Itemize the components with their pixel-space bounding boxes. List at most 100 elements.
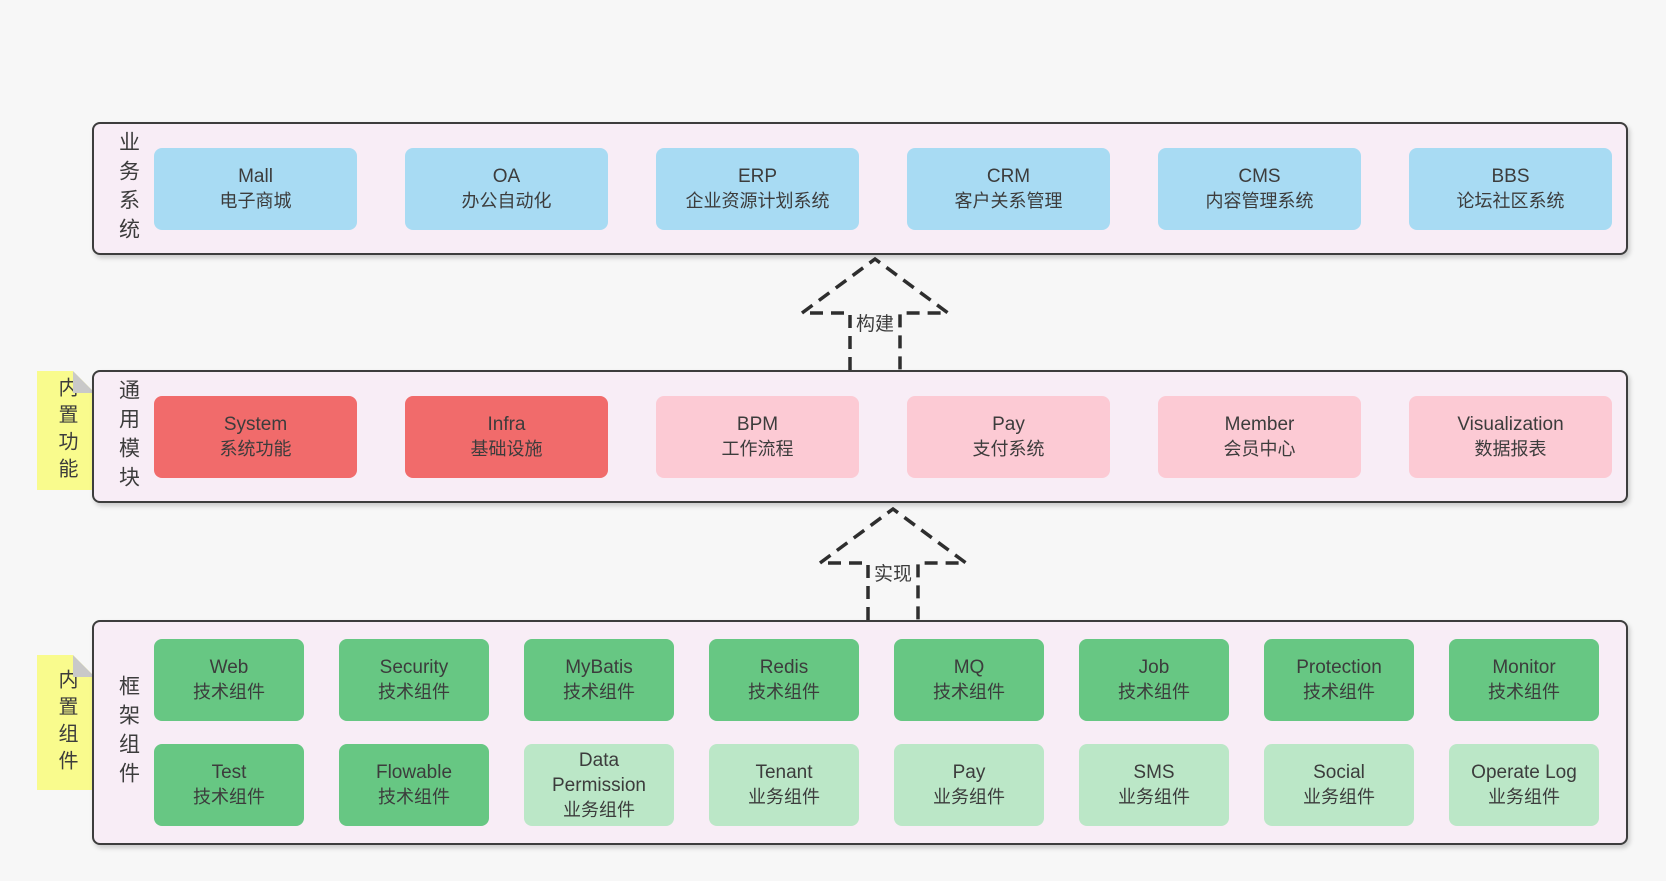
box-subtitle: 系统功能 xyxy=(219,438,292,459)
common-modules-side-label: 通用模块 xyxy=(116,378,140,495)
box-mq: MQ 技术组件 xyxy=(894,639,1044,721)
box-title: OA xyxy=(492,165,521,187)
box-title: Test xyxy=(211,762,247,783)
box-subtitle: 办公自动化 xyxy=(461,190,552,211)
box-title: CRM xyxy=(986,165,1031,187)
box-title: Social xyxy=(1313,762,1365,783)
box-monitor: Monitor 技术组件 xyxy=(1449,639,1599,721)
box-title: Operate Log xyxy=(1471,762,1577,783)
box-member: Member 会员中心 xyxy=(1158,395,1361,478)
box-subtitle: 技术组件 xyxy=(748,682,820,702)
built-in-components-note: 内置组件 xyxy=(37,655,95,790)
box-subtitle: 企业资源计划系统 xyxy=(685,190,830,211)
box-subtitle: 技术组件 xyxy=(193,787,265,807)
box-title: Pay xyxy=(992,413,1025,435)
box-operate-log: Operate Log 业务组件 xyxy=(1449,744,1599,826)
box-sms: SMS 业务组件 xyxy=(1079,744,1229,826)
box-title: Data Permission xyxy=(552,749,646,796)
box-mall: Mall 电子商城 xyxy=(154,147,357,230)
framework-components-side-label: 框架组件 xyxy=(116,674,140,791)
box-subtitle: 内容管理系统 xyxy=(1205,190,1314,211)
box-pay-system: Pay 支付系统 xyxy=(907,395,1110,478)
build-arrow: 构建 xyxy=(790,256,960,370)
up-arrow-icon xyxy=(796,256,954,370)
box-subtitle: 业务组件 xyxy=(563,799,635,820)
box-subtitle: 业务组件 xyxy=(1303,787,1375,807)
box-erp: ERP 企业资源计划系统 xyxy=(656,147,859,230)
box-title: Mall xyxy=(238,165,273,187)
box-title: System xyxy=(223,413,288,435)
box-crm: CRM 客户关系管理 xyxy=(907,147,1110,230)
box-protection: Protection 技术组件 xyxy=(1264,639,1414,721)
arrow-label: 实现 xyxy=(869,558,917,587)
box-cms: CMS 内容管理系统 xyxy=(1158,147,1361,230)
box-subtitle: 技术组件 xyxy=(563,682,635,702)
box-subtitle: 论坛社区系统 xyxy=(1456,190,1565,211)
box-subtitle: 工作流程 xyxy=(721,438,794,459)
box-subtitle: 业务组件 xyxy=(933,787,1005,807)
box-title: Job xyxy=(1138,657,1170,678)
box-system: System 系统功能 xyxy=(154,395,357,478)
box-subtitle: 业务组件 xyxy=(1118,787,1190,807)
framework-row-2: Test 技术组件 Flowable 技术组件 Data Permission … xyxy=(154,744,1626,826)
box-subtitle: 客户关系管理 xyxy=(954,190,1063,211)
box-subtitle: 技术组件 xyxy=(193,682,265,702)
arrow-label: 构建 xyxy=(851,308,899,337)
box-subtitle: 技术组件 xyxy=(1118,682,1190,702)
box-subtitle: 技术组件 xyxy=(378,682,450,702)
box-redis: Redis 技术组件 xyxy=(709,639,859,721)
box-title: Flowable xyxy=(375,762,453,783)
box-data-permission: Data Permission 业务组件 xyxy=(524,744,674,826)
box-test: Test 技术组件 xyxy=(154,744,304,826)
box-title: Security xyxy=(379,657,449,678)
box-infra: Infra 基础设施 xyxy=(405,395,608,478)
up-arrow-icon xyxy=(814,506,972,620)
box-security: Security 技术组件 xyxy=(339,639,489,721)
built-in-features-note: 内置功能 xyxy=(37,371,95,490)
box-title: BPM xyxy=(736,413,779,435)
box-job: Job 技术组件 xyxy=(1079,639,1229,721)
box-title: CMS xyxy=(1238,165,1281,187)
box-subtitle: 基础设施 xyxy=(470,438,543,459)
box-title: SMS xyxy=(1133,762,1175,783)
framework-components-panel: 框架组件 Web 技术组件 Security 技术组件 MyBatis 技术组件… xyxy=(92,620,1628,845)
box-subtitle: 技术组件 xyxy=(1303,682,1375,702)
box-social: Social 业务组件 xyxy=(1264,744,1414,826)
box-title: Pay xyxy=(952,762,986,783)
box-oa: OA 办公自动化 xyxy=(405,147,608,230)
box-title: Web xyxy=(209,657,249,678)
box-subtitle: 电子商城 xyxy=(219,190,292,211)
box-title: Member xyxy=(1224,413,1295,435)
box-title: Redis xyxy=(759,657,809,678)
implement-arrow: 实现 xyxy=(808,506,978,620)
box-title: MyBatis xyxy=(565,657,633,678)
box-subtitle: 支付系统 xyxy=(972,438,1045,459)
box-subtitle: 业务组件 xyxy=(1488,787,1560,807)
note-label: 内置功能 xyxy=(55,376,77,485)
framework-row-1: Web 技术组件 Security 技术组件 MyBatis 技术组件 Redi… xyxy=(154,639,1626,721)
box-subtitle: 数据报表 xyxy=(1474,438,1547,459)
box-flowable: Flowable 技术组件 xyxy=(339,744,489,826)
box-subtitle: 技术组件 xyxy=(1488,682,1560,702)
business-systems-box-row: Mall 电子商城 OA 办公自动化 ERP 企业资源计划系统 CRM 客户关系… xyxy=(154,147,1626,230)
box-subtitle: 技术组件 xyxy=(378,787,450,807)
box-title: BBS xyxy=(1491,165,1530,187)
box-pay-component: Pay 业务组件 xyxy=(894,744,1044,826)
box-bpm: BPM 工作流程 xyxy=(656,395,859,478)
box-mybatis: MyBatis 技术组件 xyxy=(524,639,674,721)
box-title: Tenant xyxy=(755,762,813,783)
box-title: Visualization xyxy=(1457,413,1564,435)
box-title: Infra xyxy=(487,413,526,435)
box-subtitle: 业务组件 xyxy=(748,787,820,807)
common-modules-panel: 通用模块 System 系统功能 Infra 基础设施 BPM 工作流程 Pay… xyxy=(92,370,1628,503)
box-title: MQ xyxy=(953,657,985,678)
business-systems-panel: 业务系统 Mall 电子商城 OA 办公自动化 ERP 企业资源计划系统 CRM… xyxy=(92,122,1628,255)
box-title: Monitor xyxy=(1492,657,1556,678)
note-label: 内置组件 xyxy=(55,668,77,777)
framework-components-rows: Web 技术组件 Security 技术组件 MyBatis 技术组件 Redi… xyxy=(154,639,1626,826)
box-tenant: Tenant 业务组件 xyxy=(709,744,859,826)
box-subtitle: 会员中心 xyxy=(1223,438,1296,459)
box-web: Web 技术组件 xyxy=(154,639,304,721)
box-title: Protection xyxy=(1296,657,1382,678)
